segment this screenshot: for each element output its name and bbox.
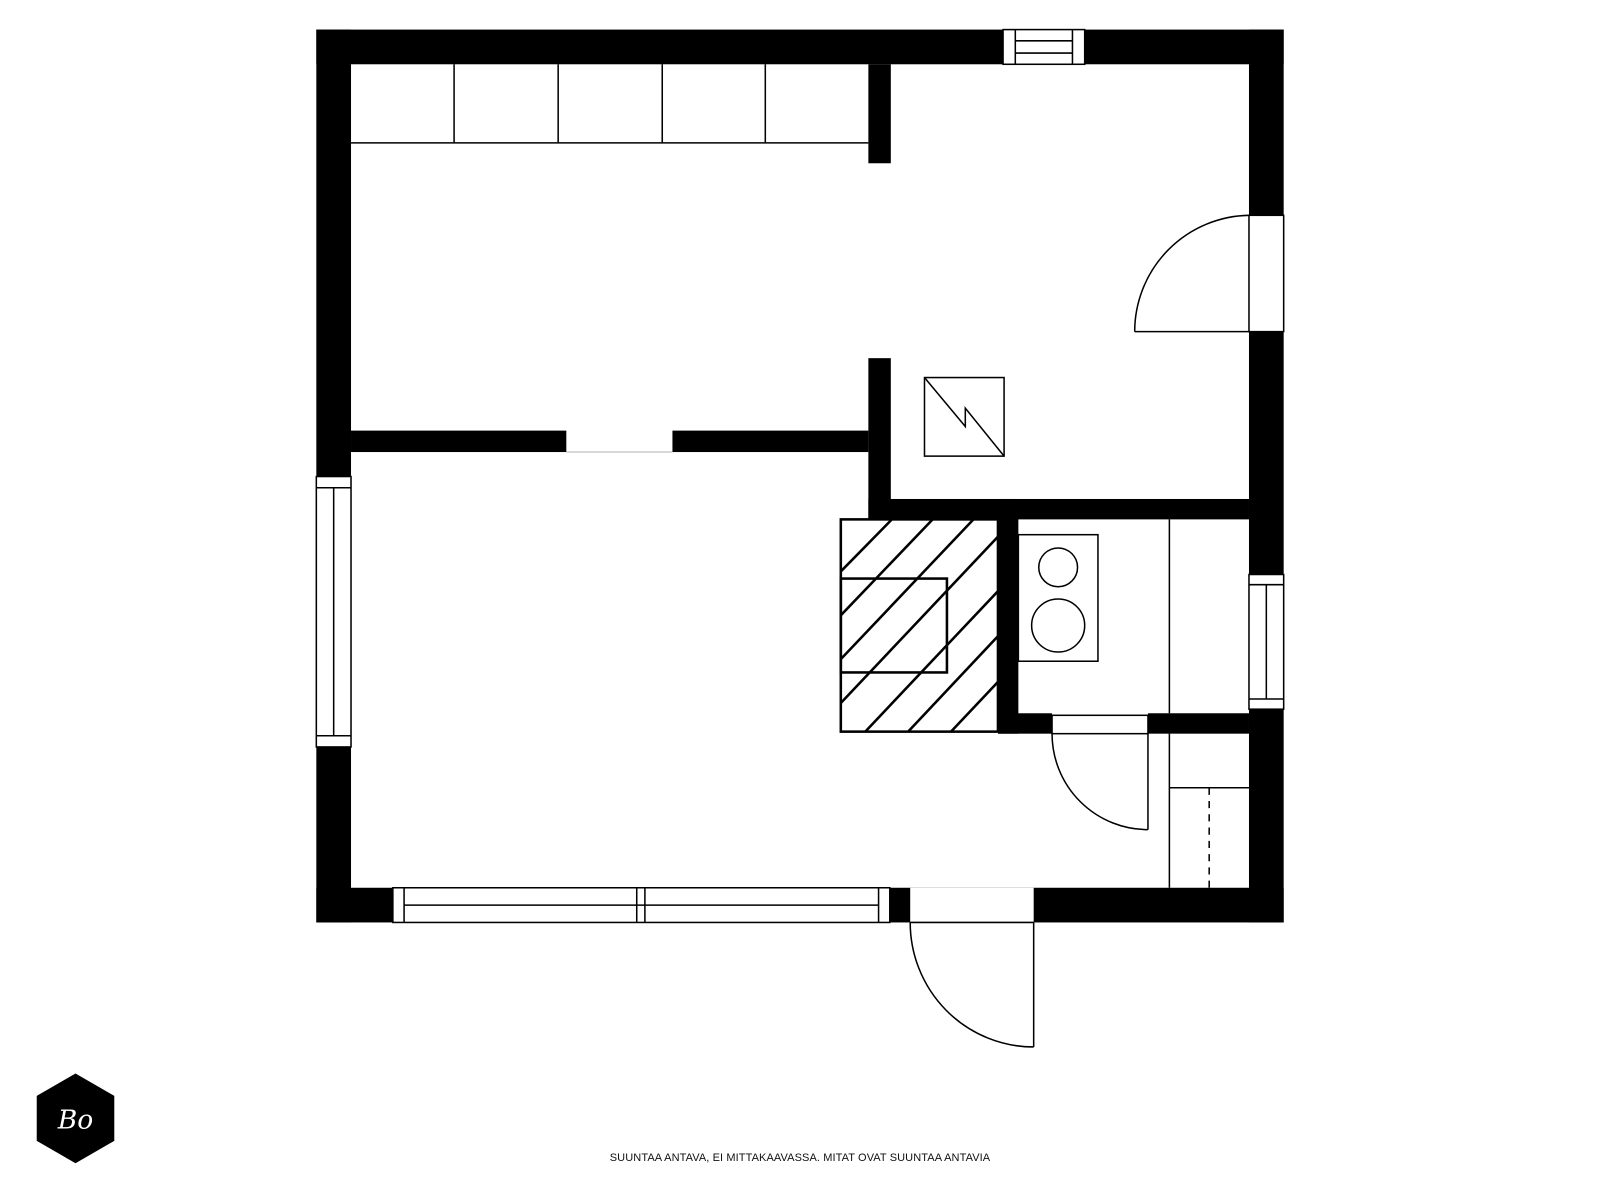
stove-icon bbox=[1017, 519, 1171, 714]
disclaimer-text: SUUNTAA ANTAVA, EI MITTAKAAVASSA. MITAT … bbox=[609, 1152, 991, 1164]
electrical-panel-icon bbox=[923, 376, 1005, 457]
logo-text: Bo bbox=[57, 1105, 93, 1136]
closet bbox=[1168, 733, 1249, 888]
logo: Bo bbox=[36, 1073, 115, 1164]
walls bbox=[316, 29, 1284, 923]
fireplace bbox=[839, 518, 1000, 733]
windows bbox=[315, 28, 1285, 924]
doors bbox=[566, 214, 1285, 1048]
shelves bbox=[351, 64, 869, 144]
